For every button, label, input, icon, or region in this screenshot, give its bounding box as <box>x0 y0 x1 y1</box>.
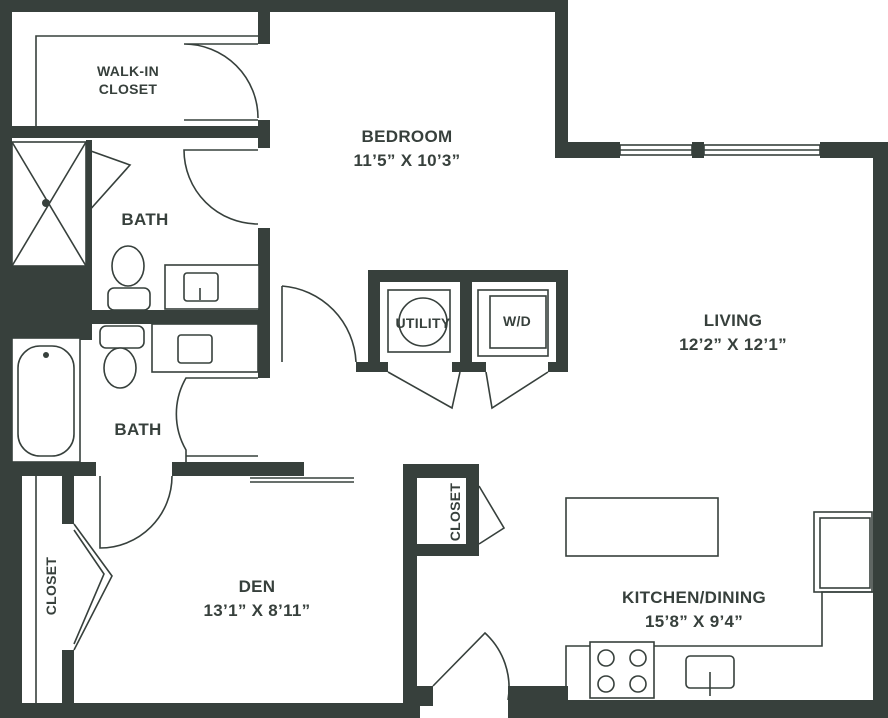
den-dims: 13’1” X 8’11” <box>204 601 311 620</box>
kitchen-label: KITCHEN/DINING <box>622 588 766 607</box>
room-labels: WALK-IN CLOSET BEDROOM 11’5” X 10’3” BAT… <box>43 63 787 631</box>
walkin-closet-label-2: CLOSET <box>99 81 158 97</box>
kitchen-dims: 15’8” X 9’4” <box>645 612 743 631</box>
walkin-closet-label-1: WALK-IN <box>97 63 159 79</box>
living-label: LIVING <box>704 311 762 330</box>
living-dims: 12’2” X 12’1” <box>679 335 787 354</box>
doors-and-fixtures <box>11 43 873 703</box>
closet-mid-label: CLOSET <box>447 483 463 542</box>
bedroom-dims: 11’5” X 10’3” <box>354 151 461 170</box>
wd-label: W/D <box>503 313 531 329</box>
bath-upper-label: BATH <box>121 210 168 229</box>
bedroom-label: BEDROOM <box>362 127 453 146</box>
utility-label: UTILITY <box>396 315 451 331</box>
bath-lower-label: BATH <box>114 420 161 439</box>
den-label: DEN <box>239 577 276 596</box>
closet-left-label: CLOSET <box>43 557 59 616</box>
